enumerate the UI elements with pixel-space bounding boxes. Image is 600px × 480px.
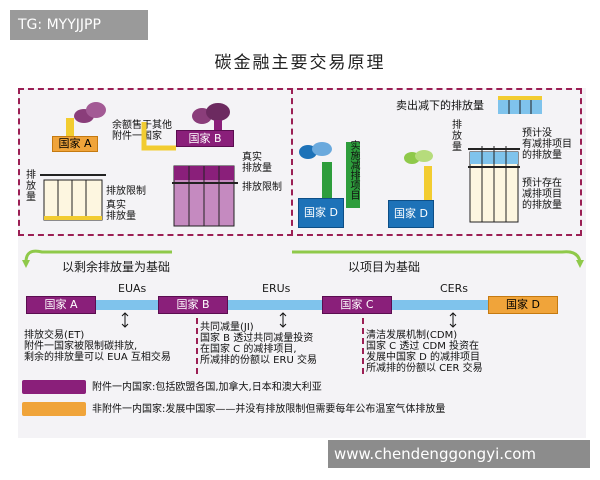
note-cdm: 清洁发展机制(CDM)国家 C 透过 CDM 投资在发展中国家 D 的减排项目所… bbox=[366, 330, 483, 374]
smoke-a-icon bbox=[74, 102, 106, 123]
a-actual-label: 真实排放量 bbox=[106, 200, 136, 222]
cdm-link-icon bbox=[449, 312, 457, 328]
legend-non-annex1-text: 非附件一内国家:发展中国家——并没有排放限制但需要每年公布温室气体排放量 bbox=[92, 404, 446, 415]
country-a-factory: 国家 A bbox=[52, 136, 98, 152]
chimney-d2 bbox=[424, 166, 432, 200]
right-emission-label: 排放量 bbox=[452, 120, 462, 153]
note-et: 排放交易(ET)附件一国家被限制碳排放,剩余的排放量可以 EUA 互相交易 bbox=[24, 330, 171, 363]
watermark-url: www.chendenggongyi.com bbox=[328, 440, 590, 468]
expected-with-project: 预计存在减排项目的排放量 bbox=[522, 178, 562, 211]
flow-country-c-wrap: 国家 C bbox=[322, 296, 392, 314]
country-d1-factory: 国家 D bbox=[298, 198, 344, 228]
watermark-tag: TG: MYYJJPP bbox=[10, 10, 148, 40]
flow-country-b-wrap: 国家 B bbox=[158, 296, 228, 314]
b-actual-label: 真实排放量 bbox=[242, 152, 272, 174]
country-d2-factory: 国家 D bbox=[388, 200, 434, 228]
emission-axis-label: 排放量 bbox=[26, 170, 36, 203]
legend-annex1-text: 附件一内国家:包括欧盟各国,加拿大,日本和澳大利亚 bbox=[92, 382, 322, 393]
a-limit-label: 排放限制 bbox=[106, 186, 146, 197]
chimney-d1 bbox=[322, 162, 332, 198]
cers-label: CERs bbox=[440, 282, 469, 295]
euas-arrow-shaft bbox=[96, 300, 158, 310]
project-pillar bbox=[346, 142, 360, 208]
diagram-panel bbox=[18, 88, 586, 438]
sell-reduction-label: 卖出减下的排放量 bbox=[396, 99, 484, 112]
expected-emission-bars bbox=[468, 146, 520, 223]
chimney-b bbox=[214, 120, 222, 136]
basis-right-label: 以项目为基础 bbox=[348, 260, 421, 274]
note-ji: 共同减量(JI)国家 B 透过共同减量投资在国家 C 的减排项目,所减排的份额以… bbox=[200, 322, 317, 366]
flow-country-a-wrap: 国家 A bbox=[26, 296, 96, 314]
legend-annex1-swatch bbox=[22, 380, 86, 394]
cers-arrow-shaft bbox=[392, 300, 488, 310]
country-b-emission-bars bbox=[172, 165, 238, 227]
reduction-block bbox=[498, 96, 542, 114]
erus-arrow-shaft bbox=[228, 300, 322, 310]
legend-non-annex1-swatch bbox=[22, 402, 86, 416]
country-a-emission-bars bbox=[40, 174, 106, 221]
flow-country-a: 国家 A bbox=[26, 296, 96, 314]
expected-without-project: 预计没有减排项目的排放量 bbox=[522, 128, 572, 161]
flow-country-d: 国家 D bbox=[488, 296, 558, 314]
basis-brackets bbox=[22, 249, 584, 268]
smoke-d2-icon bbox=[404, 150, 433, 164]
et-link-icon bbox=[121, 312, 129, 328]
top-dashed-divider bbox=[291, 88, 293, 236]
country-b-factory: 国家 B bbox=[176, 130, 234, 147]
flow-country-c: 国家 C bbox=[322, 296, 392, 314]
project-label: 实施减排项目 bbox=[348, 140, 359, 200]
flow-country-b: 国家 B bbox=[158, 296, 228, 314]
notes-divider-1 bbox=[196, 318, 198, 374]
notes-divider-2 bbox=[362, 318, 364, 374]
top-dashed-frame bbox=[18, 88, 582, 236]
basis-left-label: 以剩余排放量为基础 bbox=[62, 260, 171, 274]
smoke-b-icon bbox=[192, 103, 230, 124]
b-limit-label: 排放限制 bbox=[242, 182, 282, 193]
erus-label: ERUs bbox=[262, 282, 291, 295]
surplus-flow-arrow bbox=[141, 122, 176, 151]
euas-label: EUAs bbox=[118, 282, 147, 295]
diagram-title: 碳金融主要交易原理 bbox=[214, 53, 386, 73]
flow-country-d-wrap: 国家 D bbox=[488, 296, 558, 314]
chimney-a bbox=[66, 118, 74, 138]
ji-link-icon bbox=[279, 312, 287, 328]
smoke-d1-icon bbox=[299, 142, 332, 159]
